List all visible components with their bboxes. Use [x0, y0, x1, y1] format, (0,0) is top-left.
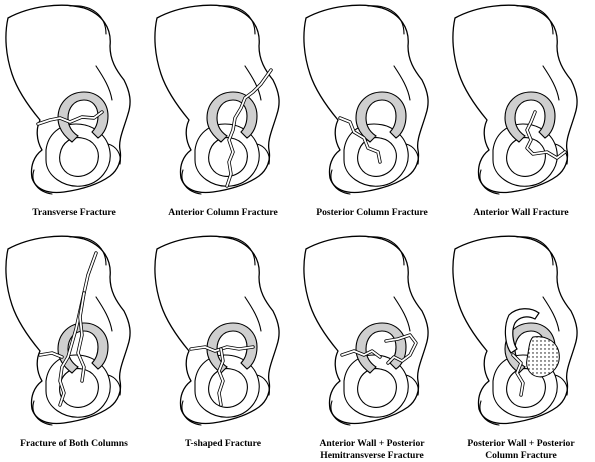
ischial-tuberosity — [330, 400, 351, 426]
pelvis-illustration-transverse — [5, 4, 131, 195]
panel-transverse: Transverse Fracture — [0, 0, 148, 230]
pubic-ramus — [405, 143, 419, 165]
arcuate-line — [393, 296, 411, 332]
pubic-ramus — [107, 374, 121, 396]
pelvis-illustration-anterior-wall — [452, 4, 578, 195]
ischial-tuberosity — [479, 400, 500, 426]
pubic-ramus — [554, 374, 568, 396]
pelvis-illustration-posterior-wall-posterior-column — [452, 235, 578, 426]
panel-anterior-wall: Anterior Wall Fracture — [447, 0, 595, 230]
ischial-tuberosity — [181, 169, 202, 195]
arcuate-line — [542, 65, 560, 101]
caption-posterior-column: Posterior Column Fracture — [298, 207, 446, 219]
caption-anterior-wall: Anterior Wall Fracture — [447, 207, 595, 219]
panel-both-columns: Fracture of Both Columns — [0, 231, 148, 461]
caption-line: Transverse Fracture — [32, 207, 116, 218]
detached-wall-fragment — [504, 308, 540, 354]
ischial-tuberosity — [181, 400, 202, 426]
caption-line: Hemitransverse Fracture — [320, 450, 424, 461]
acetabular-cartilage — [355, 91, 407, 143]
arcuate-line — [542, 296, 560, 332]
iliac-crest-line — [516, 236, 554, 266]
ischial-tuberosity — [32, 169, 53, 195]
ischial-tuberosity — [330, 169, 351, 195]
caption-line: Anterior Column Fracture — [168, 207, 278, 218]
iliac-crest-line — [367, 5, 405, 35]
pubic-ramus — [107, 143, 121, 165]
caption-line: T-shaped Fracture — [185, 438, 261, 449]
panel-t-shaped: T-shaped Fracture — [149, 231, 297, 461]
arcuate-line — [244, 296, 262, 332]
acetabular-cartilage — [206, 91, 258, 143]
caption-t-shaped: T-shaped Fracture — [149, 438, 297, 450]
caption-line: Posterior Column Fracture — [316, 207, 428, 218]
iliac-crest-line — [367, 236, 405, 266]
pelvis-illustration-both-columns — [5, 235, 131, 426]
pelvis-illustration-t-shaped — [154, 235, 280, 426]
ischial-tuberosity — [32, 400, 53, 426]
panel-anterior-column: Anterior Column Fracture — [149, 0, 297, 230]
pelvis-illustration-anterior-wall-posterior-hemitransverse — [303, 235, 429, 426]
iliac-crest-line — [218, 236, 256, 266]
panel-posterior-wall-posterior-column: Posterior Wall + Posterior Column Fractu… — [447, 231, 595, 461]
panel-posterior-column: Posterior Column Fracture — [298, 0, 446, 230]
caption-line: Anterior Wall Fracture — [473, 207, 569, 218]
caption-line: Column Fracture — [485, 450, 557, 461]
caption-both-columns: Fracture of Both Columns — [0, 438, 148, 450]
arcuate-line — [244, 65, 262, 101]
acetabular-cartilage — [57, 322, 109, 374]
caption-anterior-wall-posterior-hemitransverse: Anterior Wall + Posterior Hemitransverse… — [298, 438, 446, 462]
ischial-tuberosity — [479, 169, 500, 195]
acetabular-cartilage — [504, 91, 556, 143]
acetabular-cartilage — [355, 322, 407, 374]
caption-posterior-wall-posterior-column: Posterior Wall + Posterior Column Fractu… — [447, 438, 595, 462]
arcuate-line — [95, 65, 113, 101]
caption-transverse: Transverse Fracture — [0, 207, 148, 219]
arcuate-line — [393, 65, 411, 101]
iliac-crest-line — [218, 5, 256, 35]
iliac-crest-line — [69, 236, 107, 266]
arcuate-line — [95, 296, 113, 332]
caption-anterior-column: Anterior Column Fracture — [149, 207, 297, 219]
pubic-ramus — [405, 374, 419, 396]
caption-line: Posterior Wall + Posterior — [467, 438, 575, 449]
caption-line: Anterior Wall + Posterior — [319, 438, 425, 449]
pelvis-illustration-anterior-column — [154, 4, 280, 195]
iliac-crest-line — [516, 5, 554, 35]
pubic-ramus — [256, 374, 270, 396]
pubic-ramus — [256, 143, 270, 165]
pelvis-illustration-posterior-column — [303, 4, 429, 195]
panel-anterior-wall-posterior-hemitransverse: Anterior Wall + Posterior Hemitransverse… — [298, 231, 446, 461]
caption-line: Fracture of Both Columns — [20, 438, 128, 449]
posterior-wall-fragment — [526, 336, 560, 378]
iliac-crest-line — [69, 5, 107, 35]
